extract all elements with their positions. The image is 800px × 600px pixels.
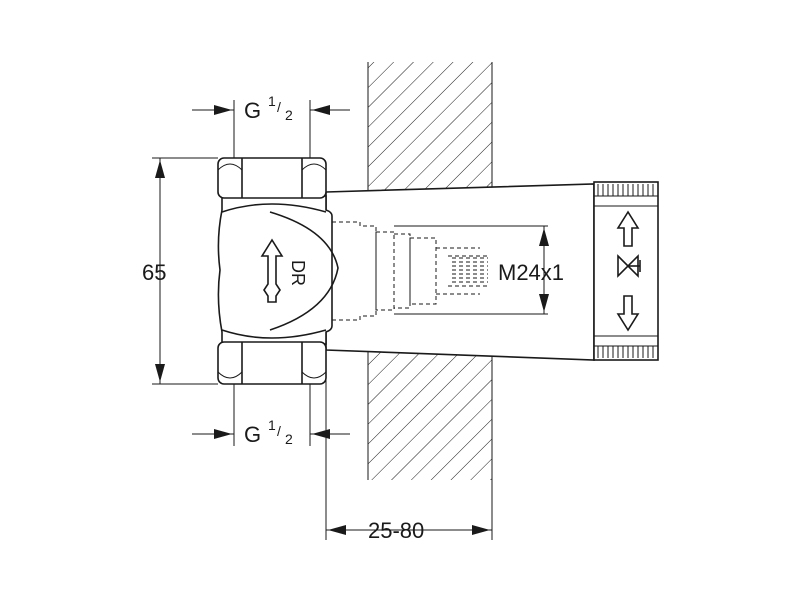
bottom-thread-slash: / (277, 423, 281, 439)
dimension-height (152, 157, 218, 385)
bottom-thread-main: G (244, 422, 261, 447)
top-thread-main: G (244, 98, 261, 123)
wall-cap (593, 181, 659, 361)
cartridge-thread-label: M24x1 (498, 260, 564, 285)
open-close-symbol-icon (616, 210, 641, 332)
wall-depth-label: 25-80 (368, 518, 424, 543)
wall-section (367, 62, 493, 480)
dimension-cartridge-thread (539, 226, 549, 314)
cartridge-outline (332, 221, 548, 321)
flow-arrow-icon (260, 238, 284, 303)
valve-body (217, 195, 339, 345)
bottom-thread-sub: 2 (285, 431, 293, 447)
height-label: 65 (142, 260, 166, 285)
top-nut (217, 157, 327, 199)
top-thread-slash: / (277, 99, 281, 115)
top-thread-sup: 1 (268, 93, 276, 109)
top-thread-sub: 2 (285, 107, 293, 123)
dimension-wall-depth (325, 350, 493, 540)
bottom-thread-sup: 1 (268, 417, 276, 433)
bottom-nut (217, 341, 327, 385)
dimension-top-thread (192, 100, 350, 158)
flow-direction-label: DR (288, 260, 308, 286)
